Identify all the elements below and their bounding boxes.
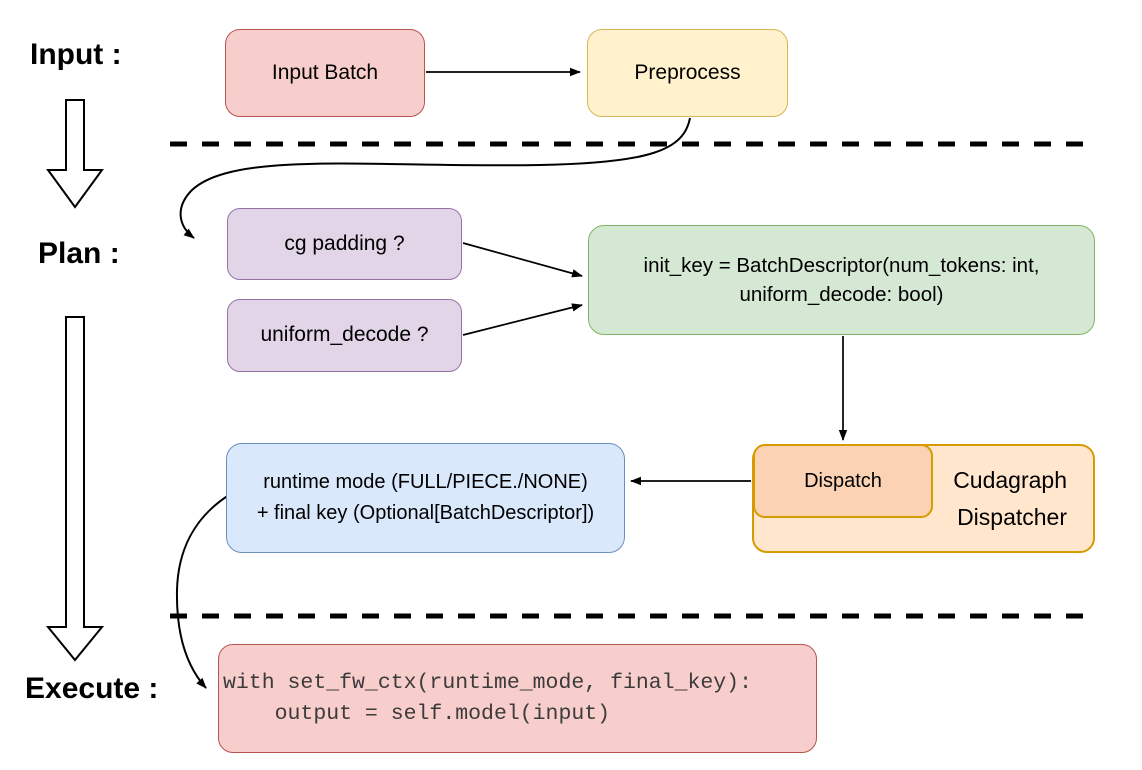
node-runtime-mode-line1: runtime mode (FULL/PIECE./NONE)	[263, 471, 588, 493]
phase-label-execute: Execute :	[25, 672, 159, 705]
arrow-uniform-decode-to-init-key	[462, 303, 583, 336]
node-cg-padding-label: cg padding ?	[284, 231, 405, 255]
node-input-batch-label: Input Batch	[271, 60, 379, 84]
node-preprocess: Preprocess	[587, 29, 788, 117]
node-uniform-decode-label: uniform_decode ?	[260, 323, 429, 347]
node-cg-padding: cg padding ?	[227, 208, 462, 280]
node-uniform-decode: uniform_decode ?	[227, 299, 462, 372]
node-dispatch-label: Dispatch	[804, 469, 882, 492]
hollow-down-arrow-input-to-plan-icon	[46, 99, 104, 209]
node-runtime-mode: runtime mode (FULL/PIECE./NONE) + final …	[226, 443, 625, 553]
node-cudagraph-dispatcher-line2: Dispatcher	[957, 503, 1067, 530]
hollow-down-arrow-plan-to-execute-icon	[45, 316, 105, 662]
arrow-cg-padding-to-init-key	[462, 242, 583, 278]
node-execute-code-line2: output = self.model(input)	[223, 701, 611, 726]
phase-label-input: Input :	[30, 38, 122, 71]
node-input-batch: Input Batch	[225, 29, 425, 117]
node-dispatch: Dispatch	[753, 444, 933, 518]
node-init-key-line1: init_key = BatchDescriptor(num_tokens: i…	[643, 253, 1040, 277]
node-preprocess-label: Preprocess	[634, 60, 741, 84]
node-init-key-line2: uniform_decode: bool)	[739, 283, 944, 306]
node-runtime-mode-line2: + final key (Optional[BatchDescriptor])	[256, 502, 595, 524]
node-execute-code-line1: with set_fw_ctx(runtime_mode, final_key)…	[223, 671, 752, 696]
node-execute-code: with set_fw_ctx(runtime_mode, final_key)…	[218, 644, 817, 753]
phase-label-plan: Plan :	[38, 237, 120, 270]
node-cudagraph-dispatcher-line1: Cudagraph	[953, 466, 1067, 493]
node-init-key: init_key = BatchDescriptor(num_tokens: i…	[588, 225, 1095, 335]
